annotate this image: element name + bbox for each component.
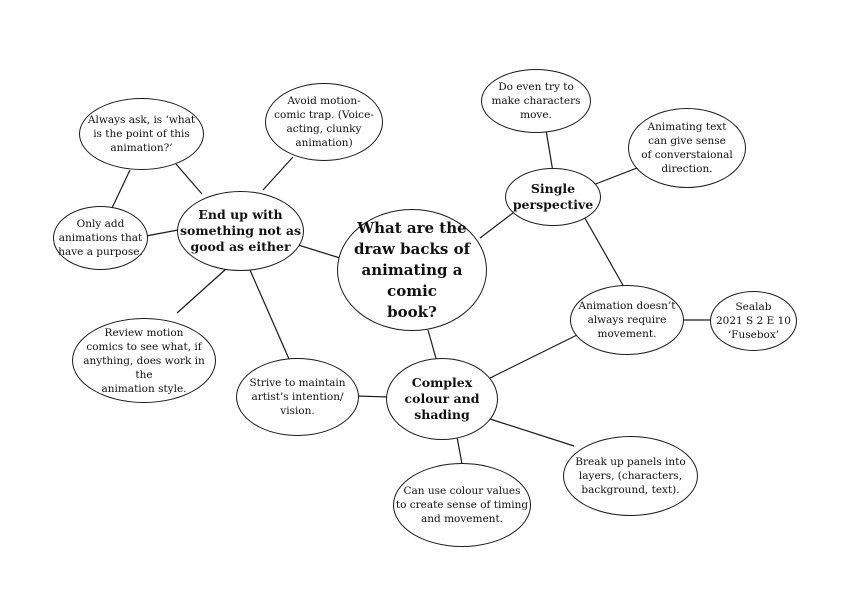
avoid-motion-node: Avoid motion- comic trap. (Voice- acting…	[265, 83, 383, 161]
end-up-hub-label: End up with something not as good as eit…	[179, 207, 302, 254]
complex-colour-hub-label: Complex colour and shading	[404, 375, 480, 422]
link-center-single-perspective	[479, 212, 514, 239]
review-motion-node: Review motion comics to see what, if any…	[72, 318, 216, 403]
animation-doesnt-node: Animation doesn’t always require movemen…	[570, 285, 684, 355]
animating-text-node: Animating text can give sense of convers…	[628, 108, 746, 188]
link-end-up-review-motion	[176, 268, 227, 314]
colour-values-node: Can use colour values to create sense of…	[393, 463, 531, 547]
link-end-up-always-ask	[175, 163, 203, 195]
do-even-try-label: Do even try to make characters move.	[491, 81, 581, 121]
link-single-perspective-animation-doesnt	[581, 212, 625, 288]
link-single-perspective-do-even-try	[545, 129, 554, 173]
link-single-perspective-animating-text	[592, 167, 638, 186]
central-question-node: What are the draw backs of animating a c…	[337, 209, 487, 331]
link-complex-colour-colour-values	[456, 436, 463, 465]
strive-label: Strive to maintain artist’s intention/ v…	[249, 377, 346, 417]
sealab-label: Sealab 2021 S 2 E 10 ‘Fusebox’	[716, 301, 791, 341]
link-end-up-avoid-motion	[262, 156, 294, 191]
strive-node: Strive to maintain artist’s intention/ v…	[236, 358, 359, 436]
link-complex-colour-break-up	[489, 418, 575, 447]
link-end-up-only-add	[145, 229, 179, 237]
colour-values-label: Can use colour values to create sense of…	[395, 485, 529, 525]
sealab-node: Sealab 2021 S 2 E 10 ‘Fusebox’	[710, 291, 797, 351]
only-add-label: Only add animations that have a purpose.	[58, 218, 143, 258]
animation-doesnt-label: Animation doesn’t always require movemen…	[578, 300, 676, 340]
always-ask-node: Always ask, is ‘what is the point of thi…	[79, 98, 204, 170]
link-complex-colour-animation-doesnt	[485, 333, 580, 381]
break-up-label: Break up panels into layers, (characters…	[575, 456, 686, 496]
break-up-node: Break up panels into layers, (characters…	[563, 436, 698, 516]
review-motion-label: Review motion comics to see what, if any…	[83, 326, 205, 395]
link-center-end-up	[294, 243, 341, 259]
avoid-motion-label: Avoid motion- comic trap. (Voice- acting…	[274, 95, 374, 149]
always-ask-label: Always ask, is ‘what is the point of thi…	[87, 114, 196, 154]
complex-colour-hub-node: Complex colour and shading	[386, 358, 498, 440]
do-even-try-node: Do even try to make characters move.	[481, 69, 591, 133]
link-end-up-strive	[249, 269, 290, 360]
link-always-ask-only-add	[111, 169, 131, 209]
link-complex-colour-strive	[356, 395, 389, 398]
single-perspective-hub-node: Single perspective	[505, 168, 601, 226]
single-perspective-hub-label: Single perspective	[512, 181, 594, 212]
animating-text-label: Animating text can give sense of convers…	[641, 121, 733, 175]
link-center-complex-colour	[427, 329, 438, 363]
central-question-label: What are the draw backs of animating a c…	[353, 218, 471, 321]
only-add-node: Only add animations that have a purpose.	[53, 206, 148, 270]
end-up-hub-node: End up with something not as good as eit…	[177, 191, 304, 271]
